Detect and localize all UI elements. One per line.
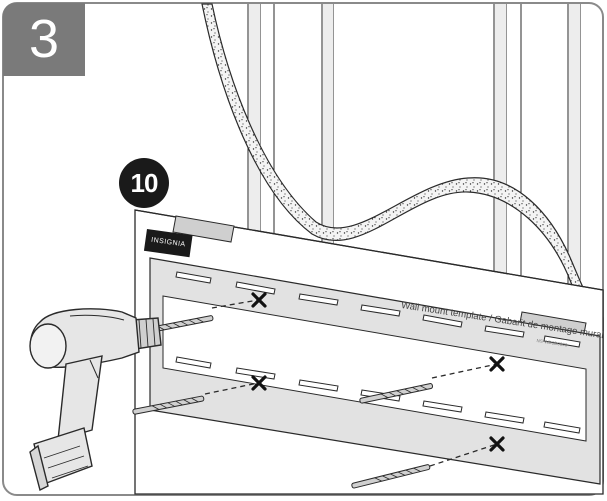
slots-upper xyxy=(175,271,581,348)
guide-lines xyxy=(204,299,498,467)
drill-bit xyxy=(351,464,431,489)
stud-shade-3 xyxy=(495,4,506,494)
drill-bit xyxy=(132,395,205,415)
step-number: 3 xyxy=(28,9,60,69)
bracket-window xyxy=(162,295,587,442)
tape-left xyxy=(172,215,235,243)
drill-bit xyxy=(359,383,434,404)
x-mark-icon xyxy=(251,292,505,452)
step-badge xyxy=(3,3,85,76)
drill-bits xyxy=(132,315,434,489)
callout-number: 10 xyxy=(119,158,169,208)
stud-shade-4 xyxy=(569,4,580,494)
power-drill-icon xyxy=(29,308,162,492)
